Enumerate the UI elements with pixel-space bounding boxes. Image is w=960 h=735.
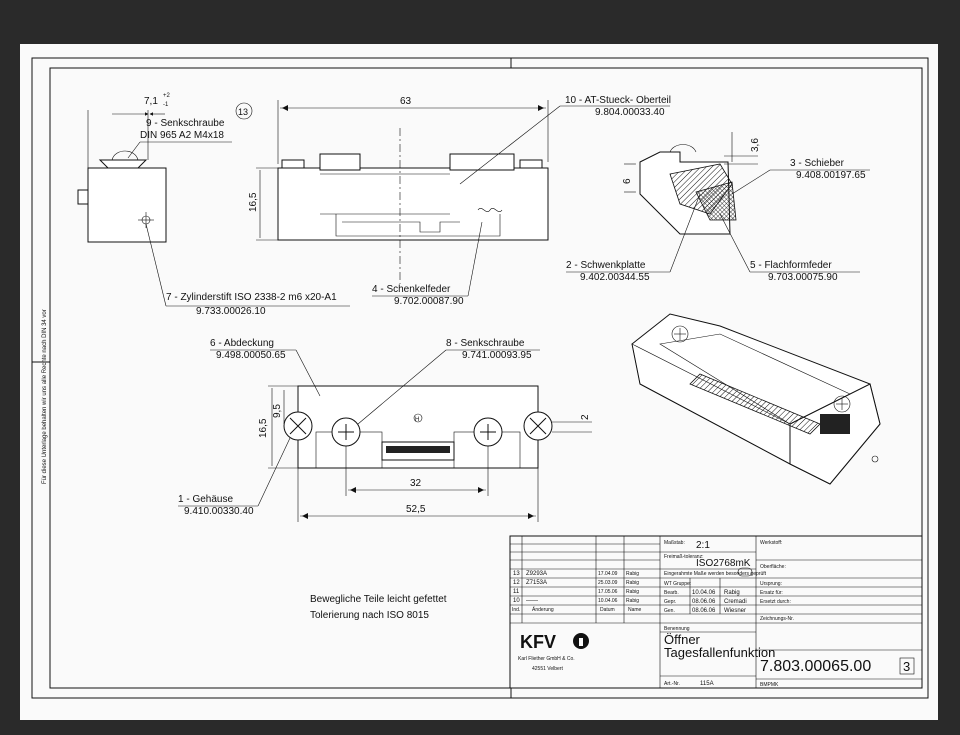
svg-text:Rabig: Rabig: [626, 580, 639, 586]
part1-name: 1 - Gehäuse: [178, 494, 233, 505]
rights-note: Für diese Unterlage behalten wir uns all…: [42, 309, 48, 484]
svg-text:Benennung: Benennung: [664, 626, 690, 632]
svg-text:08.06.06: 08.06.06: [692, 608, 716, 614]
part8-no: 9.741.00093.95: [462, 350, 532, 361]
part7-no: 9.733.00026.10: [196, 306, 266, 317]
svg-text:Datum: Datum: [600, 607, 615, 613]
drawing-frame: [31, 57, 929, 699]
isometric-view: [631, 313, 881, 485]
svg-text:Z9293A: Z9293A: [526, 571, 547, 577]
front-view: 63 16,5 10 - AT-Stueck- Oberteil 9.804.0…: [248, 95, 671, 307]
svg-text:Zeichnungs-Nr.: Zeichnungs-Nr.: [760, 616, 794, 622]
scale-value: 2:1: [696, 540, 710, 551]
part5-no: 9.703.00075.90: [768, 272, 838, 283]
svg-text:+2: +2: [163, 93, 171, 99]
part3-no: 9.408.00197.65: [796, 170, 866, 181]
note-tolerance: Tolerierung nach ISO 8015: [310, 610, 429, 621]
part10-name: 10 - AT-Stueck- Oberteil: [565, 95, 671, 106]
dim-3-6: 3,6: [750, 138, 761, 152]
svg-text:Cremadi: Cremadi: [724, 599, 747, 605]
svg-text:Rabig: Rabig: [626, 589, 639, 595]
svg-text:10: 10: [513, 598, 520, 604]
svg-text:Ersetzt durch:: Ersetzt durch:: [760, 599, 791, 605]
svg-text:Rabig: Rabig: [626, 598, 639, 604]
svg-text:08.06.06: 08.06.06: [692, 599, 716, 605]
bottom-view: H 16,5 9,5 2 32 52,5 6 - Abdeckung 9.498…: [178, 338, 592, 522]
part9-spec: DIN 965 A2 M4x18: [140, 130, 224, 141]
svg-text:Bearb.: Bearb.: [664, 590, 679, 596]
general-tolerance: ISO2768mK: [696, 558, 751, 569]
dim-32: 32: [410, 478, 422, 489]
drawing-sheet: Für diese Unterlage behalten wir uns all…: [20, 44, 938, 720]
svg-text:Eingerahmte Maße werden besond: Eingerahmte Maße werden besonders geprüf…: [664, 571, 767, 577]
svg-text:Gepr.: Gepr.: [664, 599, 676, 605]
svg-text:Z7153A: Z7153A: [526, 580, 547, 586]
svg-text:Name: Name: [628, 607, 642, 613]
svg-text:Maßstab:: Maßstab:: [664, 540, 685, 546]
svg-text:Art.-Nr.: Art.-Nr.: [664, 681, 680, 687]
part4-no: 9.702.00087.90: [394, 296, 464, 307]
part8-name: 8 - Senkschraube: [446, 338, 525, 349]
article-number: 115A: [700, 681, 714, 687]
dim-16-5: 16,5: [248, 192, 259, 212]
sheet-number: 3: [903, 659, 910, 674]
dim-2: 2: [580, 414, 591, 420]
svg-text:Wiesner: Wiesner: [724, 608, 746, 614]
svg-text:Änderung: Änderung: [532, 606, 554, 613]
part2-no: 9.402.00344.55: [580, 272, 650, 283]
svg-text:17.05.06: 17.05.06: [598, 589, 618, 595]
part5-name: 5 - Flachformfeder: [750, 260, 832, 271]
company-city: 42551 Velbert: [532, 666, 563, 672]
part6-no: 9.498.00050.65: [216, 350, 286, 361]
side-view: 7,1 +2 -1 13 9 - Senkschraube DIN 965 A2…: [77, 93, 350, 317]
svg-text:Oberfläche:: Oberfläche:: [760, 564, 786, 570]
part1-no: 9.410.00330.40: [184, 506, 254, 517]
inner-frame: [49, 67, 923, 689]
svg-text:H: H: [415, 417, 419, 423]
svg-text:Gen.: Gen.: [664, 608, 675, 614]
part4-name: 4 - Schenkelfeder: [372, 284, 451, 295]
dim-16-5-bottom: 16,5: [258, 418, 269, 438]
svg-text:10.04.06: 10.04.06: [692, 590, 716, 596]
dim-63: 63: [400, 96, 412, 107]
svg-text:10.04.06: 10.04.06: [598, 598, 618, 604]
svg-text:13: 13: [513, 571, 520, 577]
note-lubrication: Bewegliche Teile leicht gefettet: [310, 594, 447, 605]
part7-name: 7 - Zylinderstift ISO 2338-2 m6 x20-A1: [166, 292, 337, 303]
part3-name: 3 - Schieber: [790, 158, 845, 169]
svg-text:12: 12: [513, 580, 520, 586]
svg-text:WT Gruppe:: WT Gruppe:: [664, 581, 691, 587]
svg-text:BMPMK: BMPMK: [760, 682, 779, 688]
section-view: 3,6 6 3 - Schieber 9.408.00197.65 2 - Sc…: [566, 132, 870, 283]
svg-text:Ind.: Ind.: [512, 607, 520, 613]
technical-drawing: Für diese Unterlage behalten wir uns all…: [31, 57, 929, 699]
part9-name: 9 - Senkschraube: [146, 118, 225, 129]
title-block: Maßstab: 2:1 Freimaß-toleranz: ISO2768mK…: [509, 535, 923, 689]
part10-no: 9.804.00033.40: [595, 107, 665, 118]
svg-text:13: 13: [238, 107, 248, 117]
dim-6: 6: [622, 178, 633, 184]
svg-text:17.04.09: 17.04.09: [598, 571, 618, 577]
svg-text:-1: -1: [163, 102, 169, 108]
svg-text:25.03.09: 25.03.09: [598, 580, 618, 586]
drawing-number: 7.803.00065.00: [760, 658, 871, 675]
part6-name: 6 - Abdeckung: [210, 338, 274, 349]
part2-name: 2 - Schwenkplatte: [566, 260, 646, 271]
title-line-2: Tagesfallenfunktion: [664, 645, 775, 660]
title-line-1: Öffner: [664, 632, 701, 647]
company-logo: KFV: [520, 632, 556, 652]
svg-text:——: ——: [526, 598, 538, 604]
svg-text:Rabig: Rabig: [724, 590, 740, 596]
company-name: Karl Fliether GmbH & Co.: [518, 656, 575, 662]
svg-text:Ersatz für:: Ersatz für:: [760, 590, 783, 596]
dim-9-5: 9,5: [272, 404, 283, 418]
dim-7-1: 7,1: [144, 96, 158, 107]
svg-text:Werkstoff:: Werkstoff:: [760, 540, 782, 546]
revision-circle: [235, 102, 253, 120]
svg-text:11: 11: [513, 589, 520, 595]
svg-text:Freimaß-toleranz:: Freimaß-toleranz:: [664, 554, 703, 560]
svg-text:Rabig: Rabig: [626, 571, 639, 577]
svg-text:Ursprung:: Ursprung:: [760, 581, 782, 587]
dim-52-5: 52,5: [406, 504, 426, 515]
